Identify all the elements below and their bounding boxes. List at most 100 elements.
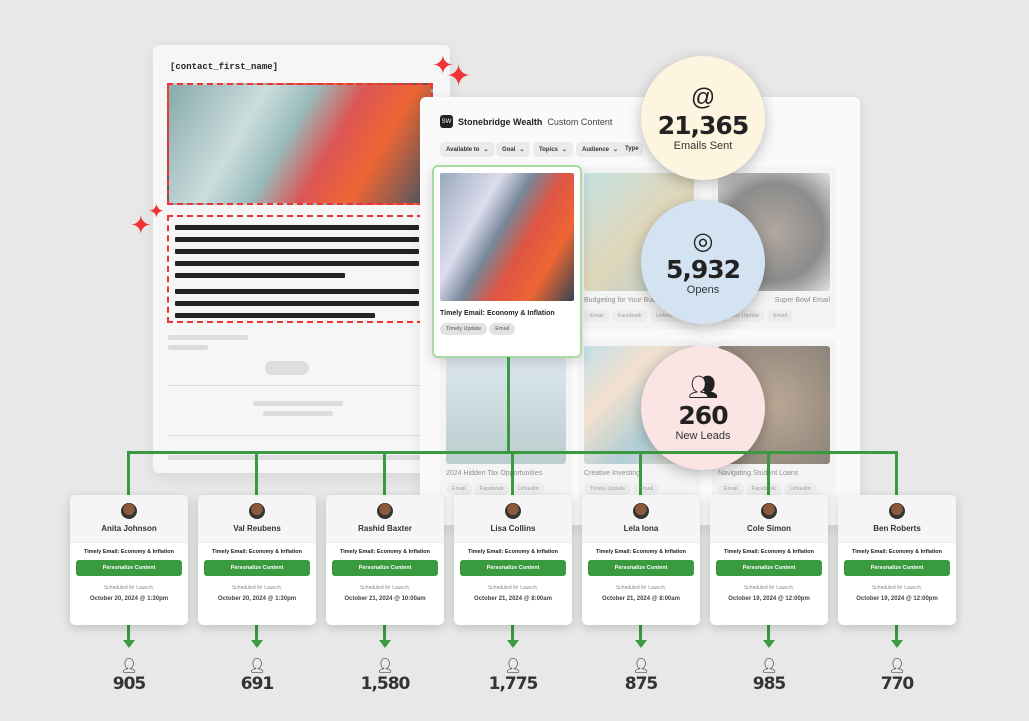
schedule-date: October 19, 2024 @ 12:00pm [728,596,810,602]
email-preview-panel: [contact_first_name] [153,45,450,473]
schedule-label: Scheduled for Launch: [359,585,411,591]
avatar [505,503,521,519]
schedule-label: Scheduled for Launch: [103,585,155,591]
avatar [889,503,905,519]
arrow-line [639,625,642,643]
content-title: Timely Email: Economy & Inflation [723,549,815,555]
schedule-label: Scheduled for Launch: [743,585,795,591]
advisor-card: Ben Roberts Timely Email: Economy & Infl… [838,495,956,625]
connector-line [767,451,770,495]
chevron-down-icon: ⌄ [483,147,489,153]
personalize-content-button[interactable]: Personalize Content [204,560,310,576]
arrow-line [511,625,514,643]
brand-logo: SW [440,115,453,128]
content-title: Timely Email: Economy & Inflation [467,549,559,555]
merge-tag: [contact_first_name] [170,62,279,72]
schedule-label: Scheduled for Launch: [615,585,667,591]
sparkle-icon: ✦ [446,60,472,93]
advisor-card: Val Reubens Timely Email: Economy & Infl… [198,495,316,625]
content-title: Timely Email: Economy & Inflation [83,549,175,555]
metric-new-leads: 👥︎ 260 New Leads [641,346,765,470]
connector-line [507,357,510,453]
connector-line [511,451,514,495]
person-icon: 👤︎ [888,657,906,673]
recipient-count: 👤︎ 1,580 [355,657,415,694]
filter-topics[interactable]: Topics⌄ [533,142,573,157]
tag: Timely Update [440,323,488,335]
arrow-down-icon [123,640,135,648]
person-icon: 👤︎ [760,657,778,673]
sparkle-icon: ✦ [432,50,454,80]
person-icon: 👤︎ [120,657,138,673]
filter-available-to[interactable]: Available to⌄ [440,142,495,157]
person-icon: 👤︎ [632,657,650,673]
sparkle-icon: ✦ [148,201,165,223]
featured-title: Timely Email: Economy & Inflation [440,310,555,317]
connector-line [255,451,258,495]
image-block[interactable] [167,83,433,205]
person-icon: 👤︎ [248,657,266,673]
brand-subtitle: Custom Content [547,116,613,127]
personalize-content-button[interactable]: Personalize Content [76,560,182,576]
personalize-content-button[interactable]: Personalize Content [716,560,822,576]
schedule-date: October 21, 2024 @ 10:00am [344,596,426,602]
connector-line [895,451,898,495]
arrow-down-icon [251,640,263,648]
schedule-label: Scheduled for Launch: [487,585,539,591]
chevron-down-icon: ⌄ [519,147,525,153]
cta-placeholder [265,361,309,375]
avatar [377,503,393,519]
connector-line [127,451,130,495]
avatar [633,503,649,519]
featured-content-card[interactable]: Timely Email: Economy & Inflation Timely… [432,165,582,358]
arrow-line [383,625,386,643]
content-title: Timely Email: Economy & Inflation [211,549,303,555]
text-block[interactable] [167,215,433,323]
arrow-line [895,625,898,643]
arrow-down-icon [635,640,647,648]
arrow-down-icon [507,640,519,648]
arrow-down-icon [379,640,391,648]
content-title: Timely Email: Economy & Inflation [851,549,943,555]
schedule-date: October 20, 2024 @ 1:30pm [217,596,297,602]
arrow-line [767,625,770,643]
metric-opens: ◎ 5,932 Opens [641,200,765,324]
cursor-click-icon: ◎ [692,227,714,255]
connector-line [383,451,386,495]
brand-name: Stonebridge Wealth [458,116,543,127]
content-title: Timely Email: Economy & Inflation [595,549,687,555]
sparkle-icon: ✦ [130,210,152,240]
filter-type[interactable]: Type [621,142,643,156]
metric-emails-sent: @ 21,365 Emails Sent [641,56,765,180]
arrow-line [127,625,130,643]
connector-line [639,451,642,495]
filter-goal[interactable]: Goal⌄ [496,142,531,157]
personalize-content-button[interactable]: Personalize Content [460,560,566,576]
schedule-date: October 20, 2024 @ 1:30pm [89,596,169,602]
arrow-line [255,625,258,643]
filter-audience[interactable]: Audience⌄ [576,142,625,157]
advisor-name: Rashid Baxter [358,524,412,533]
personalize-content-button[interactable]: Personalize Content [332,560,438,576]
advisor-name: Anita Johnson [101,524,157,533]
advisor-name: Val Reubens [233,524,281,533]
advisor-card: Rashid Baxter Timely Email: Economy & In… [326,495,444,625]
recipient-count: 👤︎ 691 [227,657,287,694]
advisor-name: Ben Roberts [873,524,921,533]
content-title: Timely Email: Economy & Inflation [339,549,431,555]
schedule-label: Scheduled for Launch: [231,585,283,591]
recipient-count: 👤︎ 875 [611,657,671,694]
avatar [121,503,137,519]
recipient-count: 👤︎ 905 [99,657,159,694]
advisor-name: Cole Simon [746,524,791,533]
advisor-name: Lela Iona [623,524,659,533]
featured-image [440,173,574,301]
personalize-content-button[interactable]: Personalize Content [844,560,950,576]
personalize-content-button[interactable]: Personalize Content [588,560,694,576]
advisor-card: Anita Johnson Timely Email: Economy & In… [70,495,188,625]
tag: Email [489,323,516,335]
advisor-card: Lela Iona Timely Email: Economy & Inflat… [582,495,700,625]
recipient-count: 👤︎ 985 [739,657,799,694]
arrow-down-icon [891,640,903,648]
